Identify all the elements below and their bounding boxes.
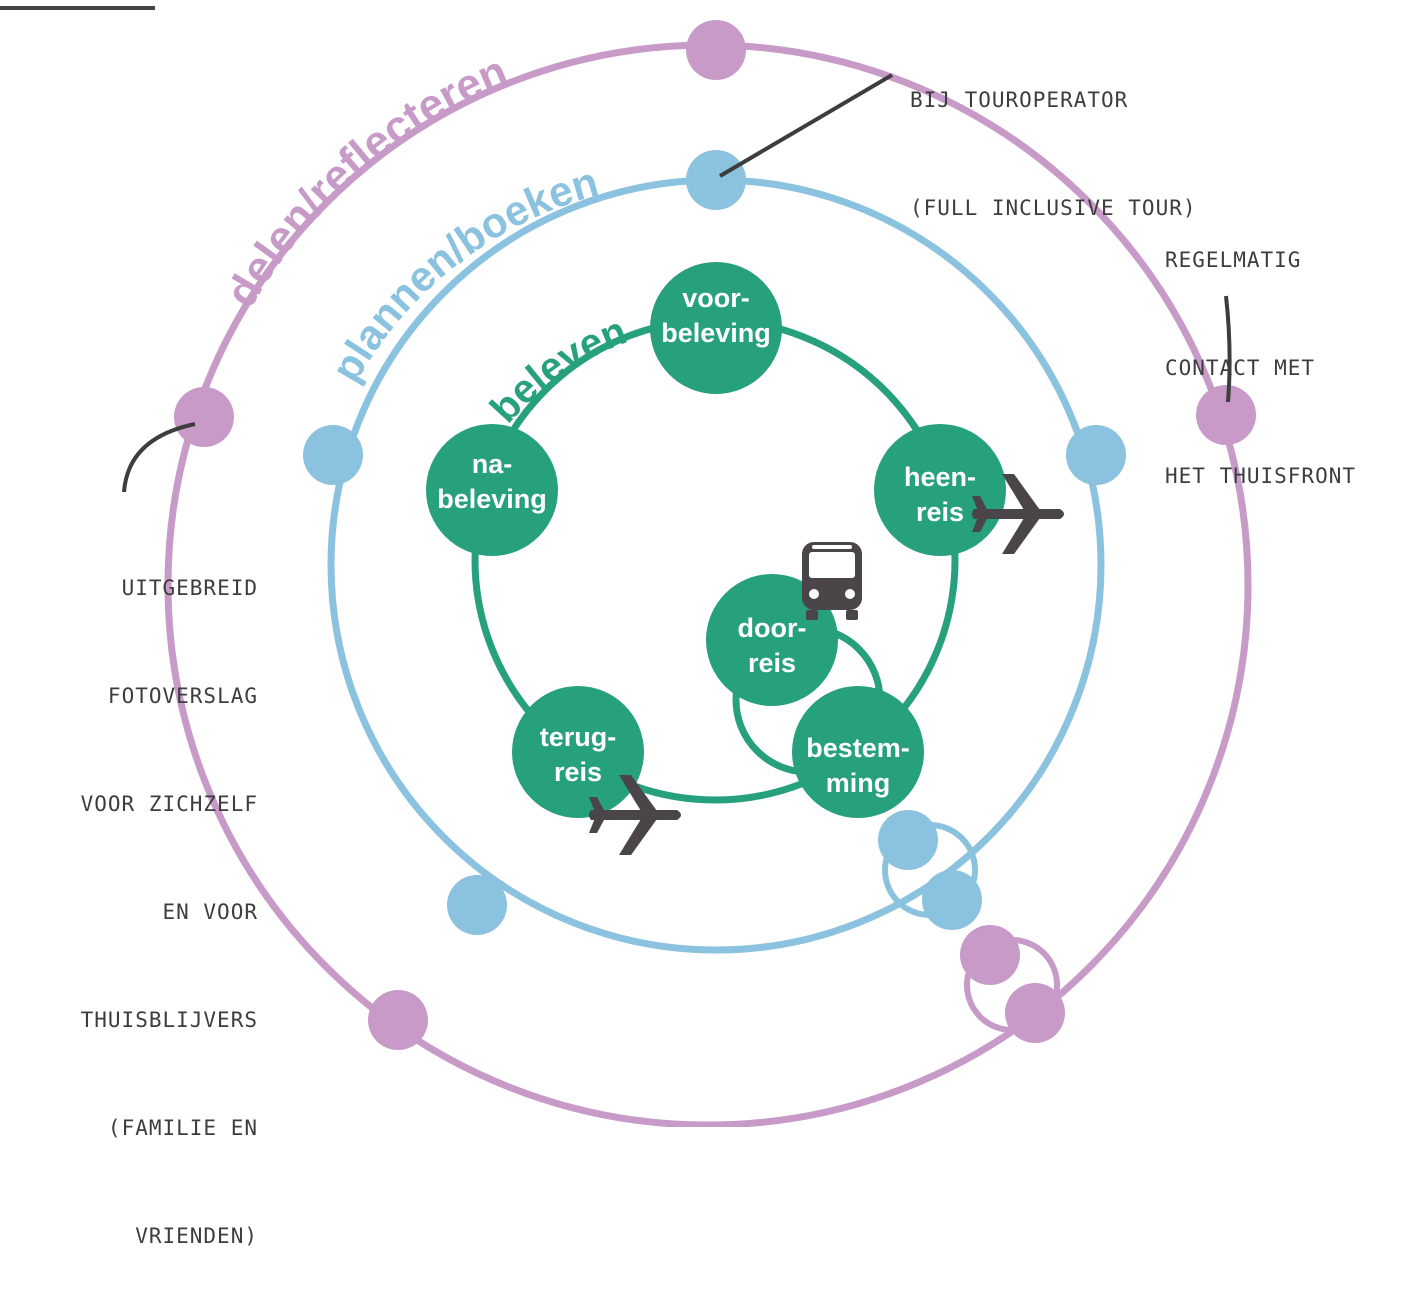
note-line: (FAMILIE EN bbox=[107, 1116, 258, 1140]
pointer-line-touroperator bbox=[718, 73, 894, 178]
travel-cycle-diagram: delen/reflecteren plannen/boeken beleven… bbox=[0, 6, 1256, 1127]
node-voorbeleving: voor- beleving bbox=[650, 262, 782, 394]
node-terugreis-line1: terug- bbox=[540, 722, 617, 752]
middle-node bbox=[303, 425, 363, 485]
note-line: VOOR ZICHZELF bbox=[80, 792, 258, 816]
airplane-icon bbox=[972, 474, 1064, 554]
note-touroperator: BIJ TOUROPERATOR (FULL INCLUSIVE TOUR) bbox=[910, 10, 1197, 262]
node-nabeleving-line2: beleving bbox=[437, 484, 547, 514]
note-line: UITGEBREID bbox=[121, 576, 258, 600]
note-line: (FULL INCLUSIVE TOUR) bbox=[910, 196, 1197, 220]
outer-node bbox=[1005, 983, 1065, 1043]
outer-node bbox=[368, 990, 428, 1050]
note-line: HET THUISFRONT bbox=[1165, 464, 1357, 488]
node-terugreis: terug- reis bbox=[512, 686, 644, 818]
note-line: VRIENDEN) bbox=[135, 1224, 258, 1248]
node-doorreis: door- reis bbox=[706, 574, 838, 706]
middle-node bbox=[1066, 425, 1126, 485]
note-line: REGELMATIG bbox=[1165, 248, 1302, 272]
note-regelmatig: REGELMATIG CONTACT MET HET THUISFRONT bbox=[1165, 170, 1356, 530]
node-nabeleving-line1: na- bbox=[472, 449, 513, 479]
node-bestemming: bestem- ming bbox=[792, 686, 924, 818]
middle-node bbox=[878, 810, 938, 870]
node-bestemming-line1: bestem- bbox=[806, 733, 910, 763]
node-voorbeleving-line1: voor- bbox=[682, 283, 750, 313]
note-line: CONTACT MET bbox=[1165, 356, 1316, 380]
outer-ring-label: delen/reflecteren bbox=[216, 46, 514, 315]
node-heenreis: heen- reis bbox=[874, 424, 1006, 556]
note-line: FOTOVERSLAG bbox=[107, 684, 258, 708]
node-doorreis-line2: reis bbox=[748, 648, 796, 678]
outer-node bbox=[960, 925, 1020, 985]
node-heenreis-line2: reis bbox=[916, 497, 964, 527]
bus-icon bbox=[802, 542, 862, 620]
inner-ring-label-text: beleven bbox=[482, 309, 632, 431]
node-terugreis-line2: reis bbox=[554, 757, 602, 787]
node-voorbeleving-line2: beleving bbox=[661, 318, 771, 348]
outer-node bbox=[174, 387, 234, 447]
outer-ring-label-text: delen/reflecteren bbox=[216, 46, 514, 315]
note-uitgebreid: UITGEBREID FOTOVERSLAG VOOR ZICHZELF EN … bbox=[8, 498, 258, 1290]
inner-ring-label: beleven bbox=[482, 309, 632, 431]
node-nabeleving: na- beleving bbox=[426, 424, 558, 556]
note-line: BIJ TOUROPERATOR bbox=[910, 88, 1129, 112]
note-line: EN VOOR bbox=[162, 900, 258, 924]
outer-node bbox=[1196, 385, 1256, 445]
middle-node bbox=[686, 150, 746, 210]
node-heenreis-line1: heen- bbox=[904, 462, 976, 492]
node-doorreis-line1: door- bbox=[738, 613, 807, 643]
pointer-line-uitgebreid bbox=[122, 422, 196, 493]
middle-node bbox=[922, 870, 982, 930]
middle-node bbox=[447, 875, 507, 935]
node-bestemming-line2: ming bbox=[826, 768, 891, 798]
pointer-line-regelmatig bbox=[1224, 295, 1232, 403]
outer-node bbox=[686, 20, 746, 80]
note-line: THUISBLIJVERS bbox=[80, 1008, 258, 1032]
airplane-icon bbox=[589, 775, 681, 855]
